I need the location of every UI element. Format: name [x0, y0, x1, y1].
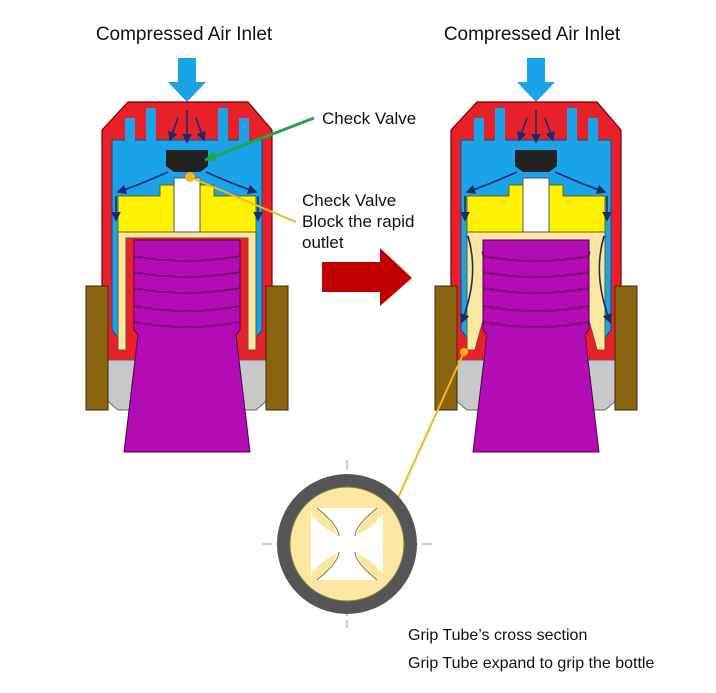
- valve-stem-left: [173, 177, 201, 233]
- inlet-arrow-right: [517, 58, 555, 102]
- inner-void-h: [311, 514, 383, 574]
- inlet-arrow-left: [168, 58, 206, 102]
- check-valve-pointer: [204, 116, 315, 162]
- cross-section-label: Grip Tube’s cross section: [408, 627, 587, 644]
- check-valve-label: Check Valve: [322, 109, 416, 128]
- expand-label: Grip Tube expand to grip the bottle: [408, 655, 654, 672]
- channel-slot: [125, 118, 135, 154]
- channel-slot: [218, 108, 228, 148]
- flow-arrows-right: [460, 110, 612, 324]
- bottle-ribs-left: [133, 255, 241, 328]
- check-valve-block-line1: Check Valve: [302, 191, 396, 210]
- void-outline: [316, 507, 378, 581]
- check-valve-dot: [185, 172, 195, 182]
- check-valve-left: [166, 150, 208, 172]
- block-pointer: [191, 177, 297, 223]
- channel-slot: [495, 108, 505, 148]
- nut-left-b: [265, 285, 289, 411]
- check-valve-block-line3: outlet: [302, 233, 344, 252]
- channel-slot: [567, 108, 577, 148]
- valve-stem-right: [522, 177, 550, 233]
- channel-slot: [146, 108, 156, 148]
- bottle-right: [472, 239, 600, 453]
- channel-slot: [474, 118, 484, 154]
- left-assembly: Compressed Air Inlet: [85, 24, 289, 453]
- check-valve-pointer-head: [205, 150, 216, 161]
- grip-tube-left: [117, 221, 257, 351]
- nut-left-a: [85, 285, 109, 411]
- transition-arrow: [322, 248, 412, 306]
- channel-slot: [239, 118, 249, 154]
- check-valve-block-line2: Block the rapid: [302, 212, 414, 231]
- bottle-left: [123, 239, 251, 453]
- cross-section-pointer: [387, 351, 465, 521]
- nut-right-b: [614, 285, 638, 411]
- right-assembly: Compressed Air Inlet: [434, 24, 638, 453]
- flow-arrows-left: [111, 110, 263, 222]
- inlet-label-left: Compressed Air Inlet: [96, 24, 273, 45]
- cross-section: [262, 460, 432, 628]
- inlet-label-right: Compressed Air Inlet: [444, 24, 621, 45]
- channel-slot: [588, 118, 598, 154]
- check-valve-right: [515, 150, 557, 172]
- bottle-ribs-right: [482, 255, 590, 328]
